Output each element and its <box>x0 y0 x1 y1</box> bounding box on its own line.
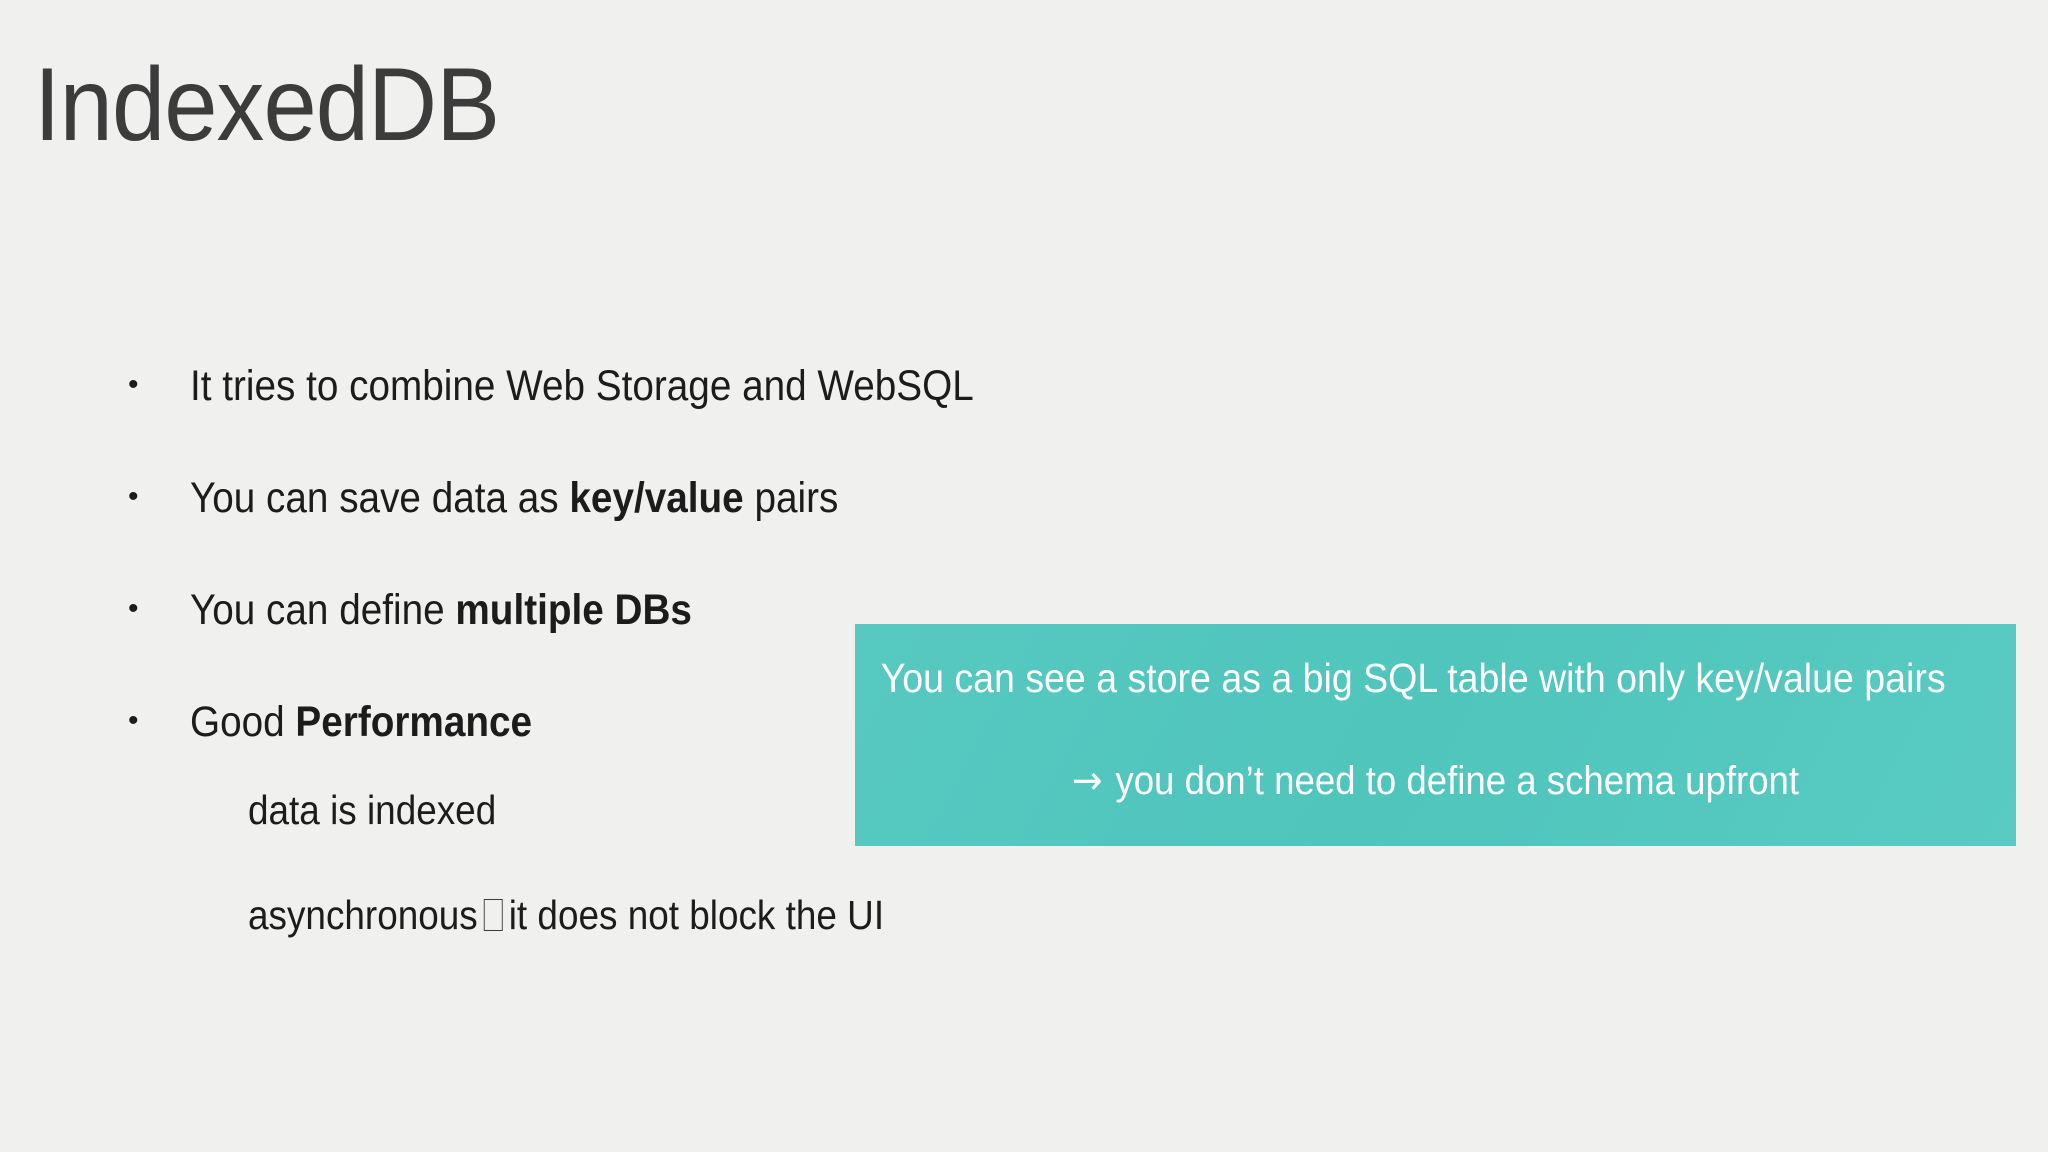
bullet-list: • It tries to combine Web Storage and We… <box>128 365 1278 813</box>
list-item-text: You can define multiple DBs <box>190 589 1169 632</box>
list-item-text-tail: pairs <box>743 474 839 522</box>
callout-box: You can see a store as a big SQL table w… <box>855 624 2016 846</box>
list-item: • You can define multiple DBs <box>128 589 1278 701</box>
sub-list-item: data is indexed <box>248 790 1148 895</box>
list-item-text: You can save data as key/value pairs <box>190 477 1169 520</box>
list-item-text-plain: Good <box>190 698 296 746</box>
bullet-marker-icon: • <box>128 592 139 625</box>
bullet-marker-icon: • <box>128 704 139 737</box>
sub-list-item-text: asynchronous <box>248 892 478 938</box>
list-item-text-bold: key/value <box>569 474 744 522</box>
list-item-text-plain: You can save data as <box>190 474 570 522</box>
list-item-text: Good Performance <box>190 701 1169 744</box>
list-item-text-bold: multiple DBs <box>455 586 692 634</box>
arrow-right-icon: → <box>1071 758 1103 804</box>
list-item: • Good Performance <box>128 701 1278 813</box>
list-item-text-plain: It tries to combine Web Storage and WebS… <box>190 362 974 410</box>
list-item-text-bold: Performance <box>295 698 533 746</box>
sub-list-item-text: data is indexed <box>248 787 497 833</box>
callout-line-secondary-text: you don’t need to define a schema upfron… <box>1115 759 1800 803</box>
page-title: IndexedDB <box>34 47 500 163</box>
bullet-marker-icon: • <box>128 368 139 401</box>
list-item-text: It tries to combine Web Storage and WebS… <box>190 365 1169 408</box>
sub-list: data is indexed asynchronous it does not … <box>248 790 1248 1000</box>
sub-list-item-text-tail: it does not block the UI <box>508 892 885 938</box>
callout-line-secondary: → you don’t need to define a schema upfro… <box>924 761 1946 801</box>
sub-list-item: asynchronous it does not block the UI <box>248 895 1148 1000</box>
missing-glyph-icon <box>483 898 503 932</box>
list-item: • It tries to combine Web Storage and We… <box>128 365 1278 477</box>
list-item: • You can save data as key/value pairs <box>128 477 1278 589</box>
list-item-text-plain: You can define <box>190 586 456 634</box>
callout-line-primary: You can see a store as a big SQL table w… <box>880 655 1946 701</box>
bullet-marker-icon: • <box>128 480 139 513</box>
